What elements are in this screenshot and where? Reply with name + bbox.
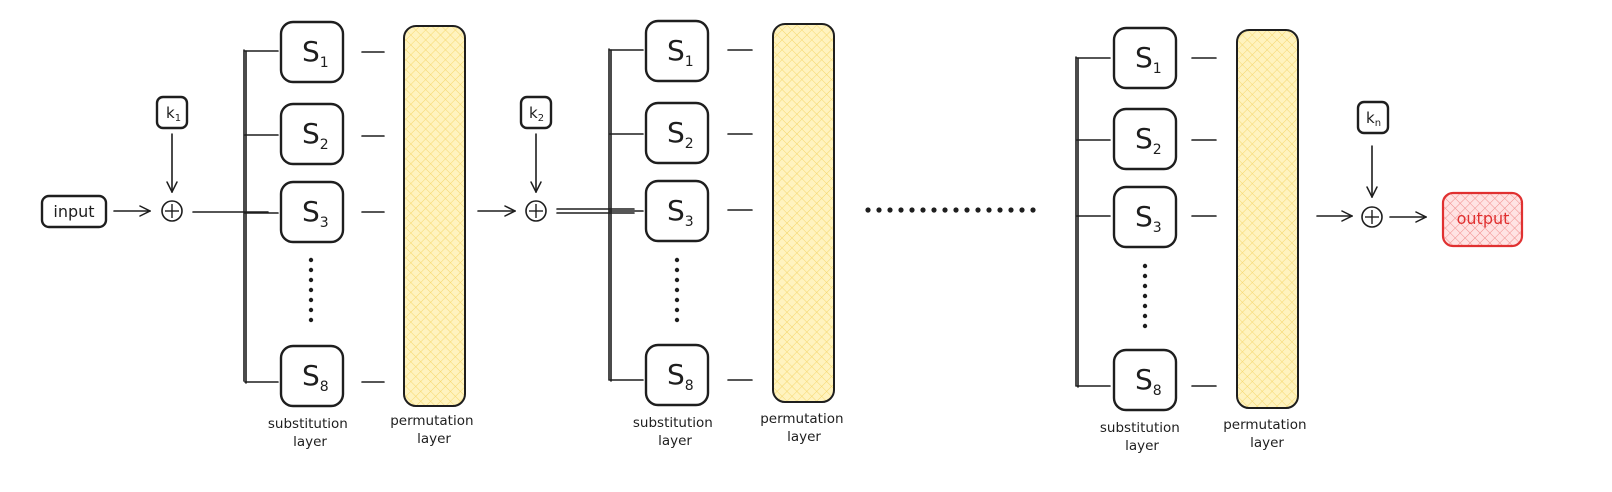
s-box: S1 [1112,26,1178,90]
s-box-letter: S [667,116,685,149]
s-box-subscript: 3 [1153,220,1162,236]
key-box-1: k1 [155,95,189,130]
key-subscript: 1 [175,113,181,124]
stage-n: S1 S2 S3 S8 substitution layer [1075,26,1311,454]
permutation-layer-label: permutation layer [390,413,478,447]
s-box-letter: S [302,195,320,228]
output-label: output [1457,209,1510,228]
s-box: S2 [279,102,345,166]
svg-text:S8: S8 [302,359,329,395]
svg-text:S3: S3 [1135,200,1162,236]
svg-text:S8: S8 [1135,363,1162,399]
s-box: S3 [279,180,345,244]
permutation-layer [403,25,466,407]
s-box: S8 [644,343,710,407]
s-box-subscript: 8 [1153,383,1162,399]
s-box-subscript: 2 [320,137,329,153]
permutation-layer-label: permutation layer [760,411,848,445]
key-letter: k [529,104,538,122]
s-box: S3 [644,179,710,243]
s-box-letter: S [302,35,320,68]
s-box-letter: S [302,359,320,392]
xor-icon [1361,206,1383,228]
xor-icon [525,200,547,222]
s-box-letter: S [1135,122,1153,155]
substitution-layer-label: substitution layer [1100,420,1184,454]
s-box-letter: S [302,117,320,150]
key-letter: k [1366,109,1375,127]
svg-text:kn: kn [1366,109,1381,129]
s-box-subscript: 1 [685,54,694,70]
s-box-letter: S [667,194,685,227]
output-box: output [1441,191,1524,248]
input-label: input [53,202,94,221]
ellipsis-vertical [674,257,680,323]
svg-text:S2: S2 [667,116,694,152]
ellipsis-vertical [308,257,314,323]
s-box-subscript: 3 [320,215,329,231]
input-box: input [40,194,108,229]
s-box-letter: S [1135,41,1153,74]
s-box: S2 [1112,107,1178,171]
svg-text:S3: S3 [302,195,329,231]
key-box-n: kn [1356,100,1390,135]
s-box-subscript: 2 [1153,142,1162,158]
svg-text:S1: S1 [302,35,329,71]
svg-text:S8: S8 [667,358,694,394]
ellipsis-horizontal [865,207,1036,213]
s-box: S8 [1112,348,1178,412]
svg-text:S3: S3 [667,194,694,230]
key-box-2: k2 [519,95,553,130]
s-box-subscript: 1 [320,55,329,71]
s-box-letter: S [667,358,685,391]
s-box: S2 [644,101,710,165]
key-subscript: 2 [538,113,544,124]
permutation-layer-label: permutation layer [1223,417,1311,451]
s-box: S1 [644,19,710,83]
ellipsis-vertical [1142,263,1148,329]
svg-text:S1: S1 [667,34,694,70]
permutation-layer [1236,29,1299,409]
svg-text:S2: S2 [302,117,329,153]
svg-text:k2: k2 [529,104,544,124]
stage-1: k1 S1 S2 S3 S8 [155,20,478,450]
s-box: S1 [279,20,345,84]
s-box: S3 [1112,185,1178,249]
svg-text:k1: k1 [166,104,181,124]
xor-icon [161,200,183,222]
s-box-letter: S [667,34,685,67]
svg-text:S1: S1 [1135,41,1162,77]
stage-2: k2 S1 S2 S3 S8 [519,19,848,449]
s-box-letter: S [1135,363,1153,396]
key-letter: k [166,104,175,122]
s-box-subscript: 1 [1153,61,1162,77]
svg-text:S2: S2 [1135,122,1162,158]
substitution-layer-label: substitution layer [268,416,352,450]
s-box: S8 [279,344,345,408]
key-subscript: n [1375,118,1381,129]
s-box-subscript: 8 [320,379,329,395]
s-box-subscript: 2 [685,136,694,152]
permutation-layer [772,23,835,403]
s-box-subscript: 3 [685,214,694,230]
s-box-subscript: 8 [685,378,694,394]
s-box-letter: S [1135,200,1153,233]
substitution-layer-label: substitution layer [633,415,717,449]
